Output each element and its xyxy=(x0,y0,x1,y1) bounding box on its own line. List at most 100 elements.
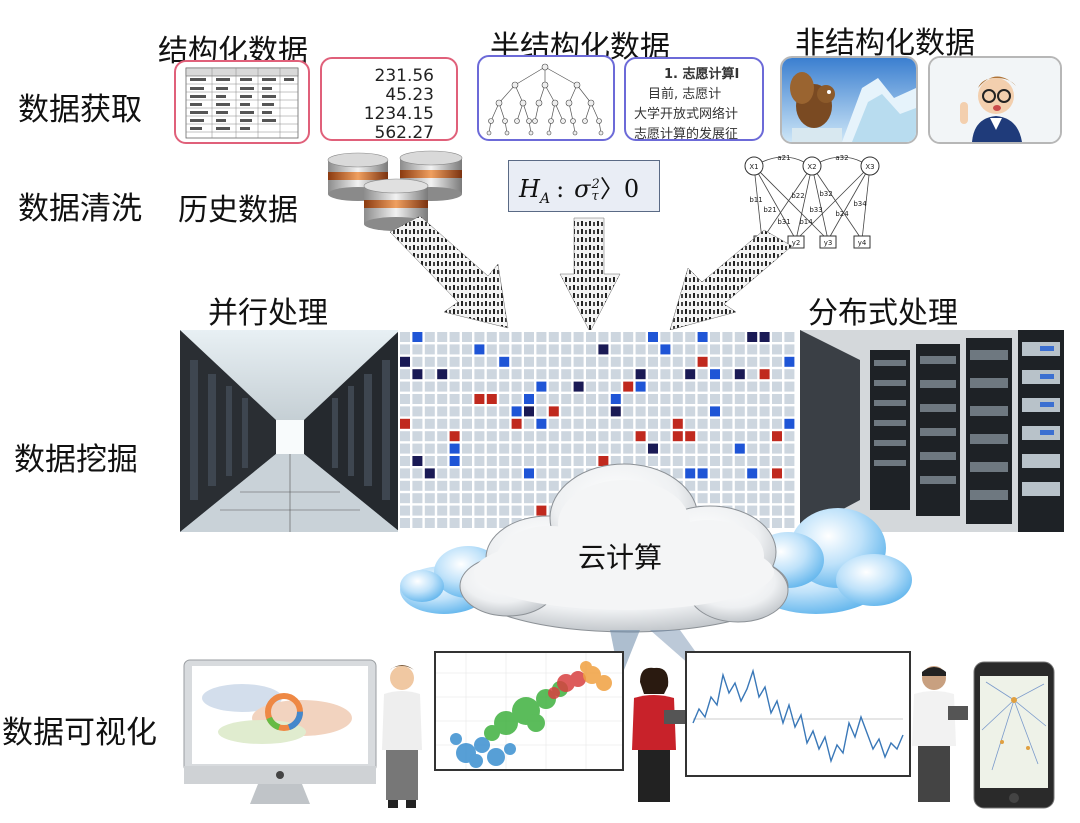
grid-cell xyxy=(424,406,435,417)
grid-cell xyxy=(548,493,559,504)
grid-cell xyxy=(400,381,410,392)
grid-cell xyxy=(561,369,572,380)
grid-cell xyxy=(759,431,770,442)
grid-cell xyxy=(462,518,472,528)
grid-cell xyxy=(685,381,696,392)
grid-cell xyxy=(722,480,733,491)
grid-cell xyxy=(412,356,423,367)
grid-cell xyxy=(536,505,547,516)
grid-cell xyxy=(635,344,646,355)
grid-cell xyxy=(586,431,596,442)
grid-cell xyxy=(486,406,497,417)
grid-cell xyxy=(511,480,522,491)
grid-cell xyxy=(573,332,584,342)
squirrel-image xyxy=(782,58,916,142)
grid-cell xyxy=(623,456,634,466)
grid-cell xyxy=(511,344,522,355)
grid-cell xyxy=(548,443,559,454)
grid-cell xyxy=(685,443,696,454)
grid-cell xyxy=(524,406,534,417)
grid-cell xyxy=(548,418,559,429)
grid-cell xyxy=(722,356,733,367)
stage-label-acquisition: 数据获取 xyxy=(18,92,142,128)
grid-cell xyxy=(586,394,596,404)
grid-cell xyxy=(710,369,720,380)
grid-cell xyxy=(449,480,460,491)
grid-cell xyxy=(610,344,621,355)
grid-cell xyxy=(635,356,646,367)
grid-cell xyxy=(424,480,435,491)
cloud-icon xyxy=(400,463,912,633)
grid-cell xyxy=(722,394,733,404)
grid-cell xyxy=(511,456,522,466)
grid-cell xyxy=(511,443,522,454)
grid-cell xyxy=(536,406,547,417)
grid-cell xyxy=(610,456,621,466)
grid-cell xyxy=(474,518,485,528)
grid-cell xyxy=(437,505,448,516)
grid-cell xyxy=(697,431,708,442)
grid-cell xyxy=(499,493,510,504)
line-chart-board xyxy=(685,651,911,777)
grid-cell xyxy=(412,468,423,479)
grid-cell xyxy=(437,356,448,367)
grid-cell xyxy=(561,356,572,367)
grid-cell xyxy=(511,356,522,367)
grid-cell xyxy=(499,518,510,528)
grid-cell xyxy=(734,394,745,404)
grid-cell xyxy=(586,344,596,355)
grid-cell xyxy=(598,394,609,404)
grid-cell xyxy=(449,431,460,442)
cloud-computing-label: 云计算 xyxy=(578,541,663,574)
grid-cell xyxy=(548,456,559,466)
grid-cell xyxy=(462,406,472,417)
grid-cell xyxy=(486,456,497,466)
grid-cell xyxy=(474,381,485,392)
grid-cell xyxy=(710,480,720,491)
grid-cell xyxy=(474,418,485,429)
grid-cell xyxy=(437,431,448,442)
grid-cell xyxy=(734,332,745,342)
grid-cell xyxy=(400,493,410,504)
grid-cell xyxy=(437,443,448,454)
grid-cell xyxy=(474,431,485,442)
grid-cell xyxy=(734,406,745,417)
grid-cell xyxy=(623,394,634,404)
phone-icon xyxy=(973,661,1055,809)
grid-cell xyxy=(449,468,460,479)
grid-cell xyxy=(722,418,733,429)
graph-edge-label: b14 xyxy=(799,218,813,226)
grid-cell xyxy=(486,394,497,404)
grid-cell xyxy=(697,468,708,479)
grid-cell xyxy=(710,443,720,454)
grid-cell xyxy=(573,406,584,417)
grid-cell xyxy=(710,406,720,417)
grid-cell xyxy=(598,406,609,417)
grid-cell xyxy=(536,456,547,466)
grid-cell xyxy=(561,418,572,429)
grid-cell xyxy=(524,443,534,454)
formula-sub: τ xyxy=(591,188,599,204)
grid-cell xyxy=(734,344,745,355)
tree-diagram-icon xyxy=(486,63,604,136)
grid-cell xyxy=(462,356,472,367)
grid-cell xyxy=(449,406,460,417)
grid-cell xyxy=(610,332,621,342)
grid-cell xyxy=(400,406,410,417)
grid-cell xyxy=(437,394,448,404)
grid-cell xyxy=(672,356,683,367)
grid-cell xyxy=(623,406,634,417)
grid-cell xyxy=(759,381,770,392)
grid-cell xyxy=(623,356,634,367)
graph-node-bottom: y2 xyxy=(792,239,801,247)
line-chart-image xyxy=(692,668,904,764)
grid-cell xyxy=(747,505,758,516)
grid-cell xyxy=(524,480,534,491)
bubble-chart-board xyxy=(434,651,624,771)
grid-cell xyxy=(486,480,497,491)
grid-cell xyxy=(536,418,547,429)
grid-cell xyxy=(710,381,720,392)
grid-cell xyxy=(486,431,497,442)
grid-cell xyxy=(610,418,621,429)
grid-cell xyxy=(722,406,733,417)
